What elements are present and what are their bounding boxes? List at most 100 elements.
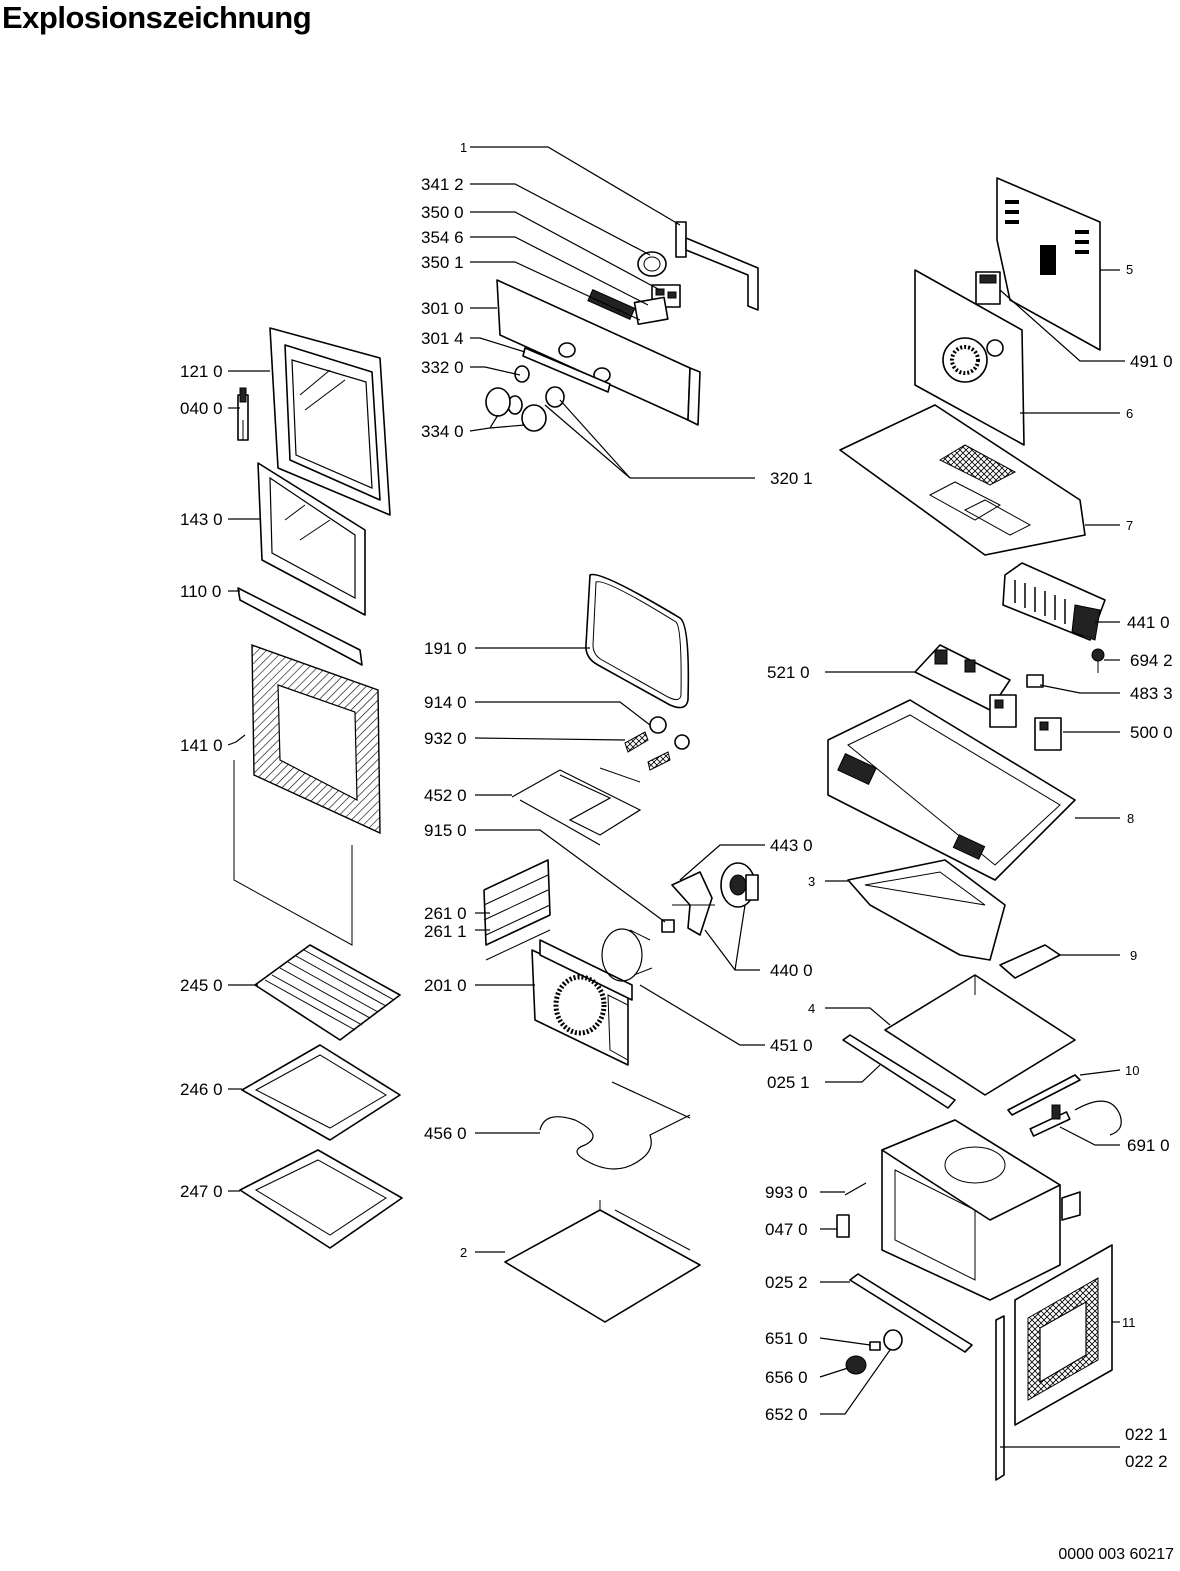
callout-247-0: 247 0 [180, 1182, 223, 1201]
oven-cavity [881, 1119, 1081, 1301]
oven-floor-plate [504, 1200, 701, 1323]
lamp-assembly [624, 716, 690, 771]
callout-440-0: 440 0 [770, 961, 813, 980]
callout-491-0: 491 0 [1130, 352, 1173, 371]
callout-914-0: 914 0 [424, 693, 467, 712]
callout-500-0: 500 0 [1130, 723, 1173, 742]
door-seal [585, 573, 690, 709]
convection-fan [661, 862, 759, 936]
lower-rail [842, 1034, 956, 1109]
inner-glass-frame [257, 462, 366, 616]
callout-483-3: 483 3 [1130, 684, 1173, 703]
door-strip [237, 587, 363, 666]
top-cover [839, 404, 1086, 556]
grill-heating-element [511, 767, 642, 846]
callout-025-2: 025 2 [765, 1273, 808, 1292]
callout-334-0: 334 0 [421, 422, 464, 441]
control-knobs [485, 365, 565, 432]
callout-691-0: 691 0 [1127, 1136, 1170, 1155]
callout-656-0: 656 0 [765, 1368, 808, 1387]
leader-lines [227, 146, 1125, 1448]
switch-module [633, 284, 681, 326]
callout-652-0: 652 0 [765, 1405, 808, 1424]
rear-fan-frame [914, 269, 1025, 446]
relay-switches [989, 694, 1062, 751]
callout-694-2: 694 2 [1130, 651, 1173, 670]
callout-10: 10 [1125, 1063, 1139, 1078]
bottom-cover-plate [884, 974, 1076, 1096]
electronic-module [914, 644, 1011, 711]
diagram-title: Explosionszeichnung [2, 0, 312, 35]
callout-246-0: 246 0 [180, 1080, 223, 1099]
callout-8: 8 [1127, 811, 1134, 826]
callout-332-0: 332 0 [421, 358, 464, 377]
callout-141-0: 141 0 [180, 736, 223, 755]
selector-ring [637, 251, 667, 277]
callout-191-0: 191 0 [424, 639, 467, 658]
callout-9: 9 [1130, 948, 1137, 963]
document-number: 0000 003 60217 [1058, 1546, 1174, 1563]
callout-301-0: 301 0 [421, 299, 464, 318]
deep-baking-tray [241, 1044, 401, 1141]
screw [844, 1182, 867, 1196]
callout-022-2: 022 2 [1125, 1452, 1168, 1471]
circular-heating-element [601, 928, 653, 982]
callout-6: 6 [1126, 406, 1133, 421]
wire-rack [254, 944, 401, 1041]
front-rail [849, 1273, 973, 1353]
callout-261-0: 261 0 [424, 904, 467, 923]
side-panel [1014, 1244, 1113, 1426]
callout-932-0: 932 0 [424, 729, 467, 748]
tangential-fan [1002, 562, 1106, 641]
air-duct [847, 859, 1006, 961]
flat-baking-tray [239, 1149, 403, 1249]
callout-5: 5 [1126, 262, 1133, 277]
callout-521-0: 521 0 [767, 663, 810, 682]
rear-cover-panel [996, 177, 1101, 351]
bottom-heating-element [539, 1081, 691, 1170]
panel-strip [522, 347, 611, 393]
callout-2: 2 [460, 1245, 467, 1260]
callout-025-1: 025 1 [767, 1073, 810, 1092]
callout-labels: 1 341 2 350 0 354 6 350 1 301 0 301 4 33… [180, 140, 1173, 1471]
thin-strip [1007, 1074, 1081, 1116]
outer-door-frame [269, 327, 391, 516]
callout-047-0: 047 0 [765, 1220, 808, 1239]
sensor-cable [1029, 1100, 1122, 1137]
callout-7: 7 [1126, 518, 1133, 533]
inner-door-panel [233, 644, 381, 946]
knob-assembly [845, 1329, 903, 1375]
vertical-rail [995, 1315, 1005, 1481]
oven-back-panel [531, 939, 633, 1066]
callout-651-0: 651 0 [765, 1329, 808, 1348]
callout-350-0: 350 0 [421, 203, 464, 222]
transformer [975, 271, 1001, 305]
callout-143-0: 143 0 [180, 510, 223, 529]
terminal-connector [1026, 674, 1044, 688]
callout-245-0: 245 0 [180, 976, 223, 995]
callout-4: 4 [808, 1001, 815, 1016]
callout-451-0: 451 0 [770, 1036, 813, 1055]
callout-993-0: 993 0 [765, 1183, 808, 1202]
callout-441-0: 441 0 [1127, 613, 1170, 632]
callout-456-0: 456 0 [424, 1124, 467, 1143]
callout-261-1: 261 1 [424, 922, 467, 941]
callout-443-0: 443 0 [770, 836, 813, 855]
door-catch [836, 1214, 850, 1238]
callout-110-0: 110 0 [180, 582, 221, 601]
callout-301-4: 301 4 [421, 329, 464, 348]
callout-11: 11 [1122, 1315, 1136, 1330]
callout-350-1: 350 1 [421, 253, 464, 272]
callout-1: 1 [460, 140, 467, 155]
callout-121-0: 121 0 [180, 362, 223, 381]
control-housing [827, 699, 1076, 881]
callout-201-0: 201 0 [424, 976, 467, 995]
callout-022-1: 022 1 [1125, 1425, 1168, 1444]
temperature-sensor [1091, 648, 1105, 673]
callout-341-2: 341 2 [421, 175, 464, 194]
callout-040-0: 040 0 [180, 399, 223, 418]
door-hinge [237, 387, 249, 441]
air-channel [999, 944, 1061, 979]
callout-915-0: 915 0 [424, 821, 467, 840]
